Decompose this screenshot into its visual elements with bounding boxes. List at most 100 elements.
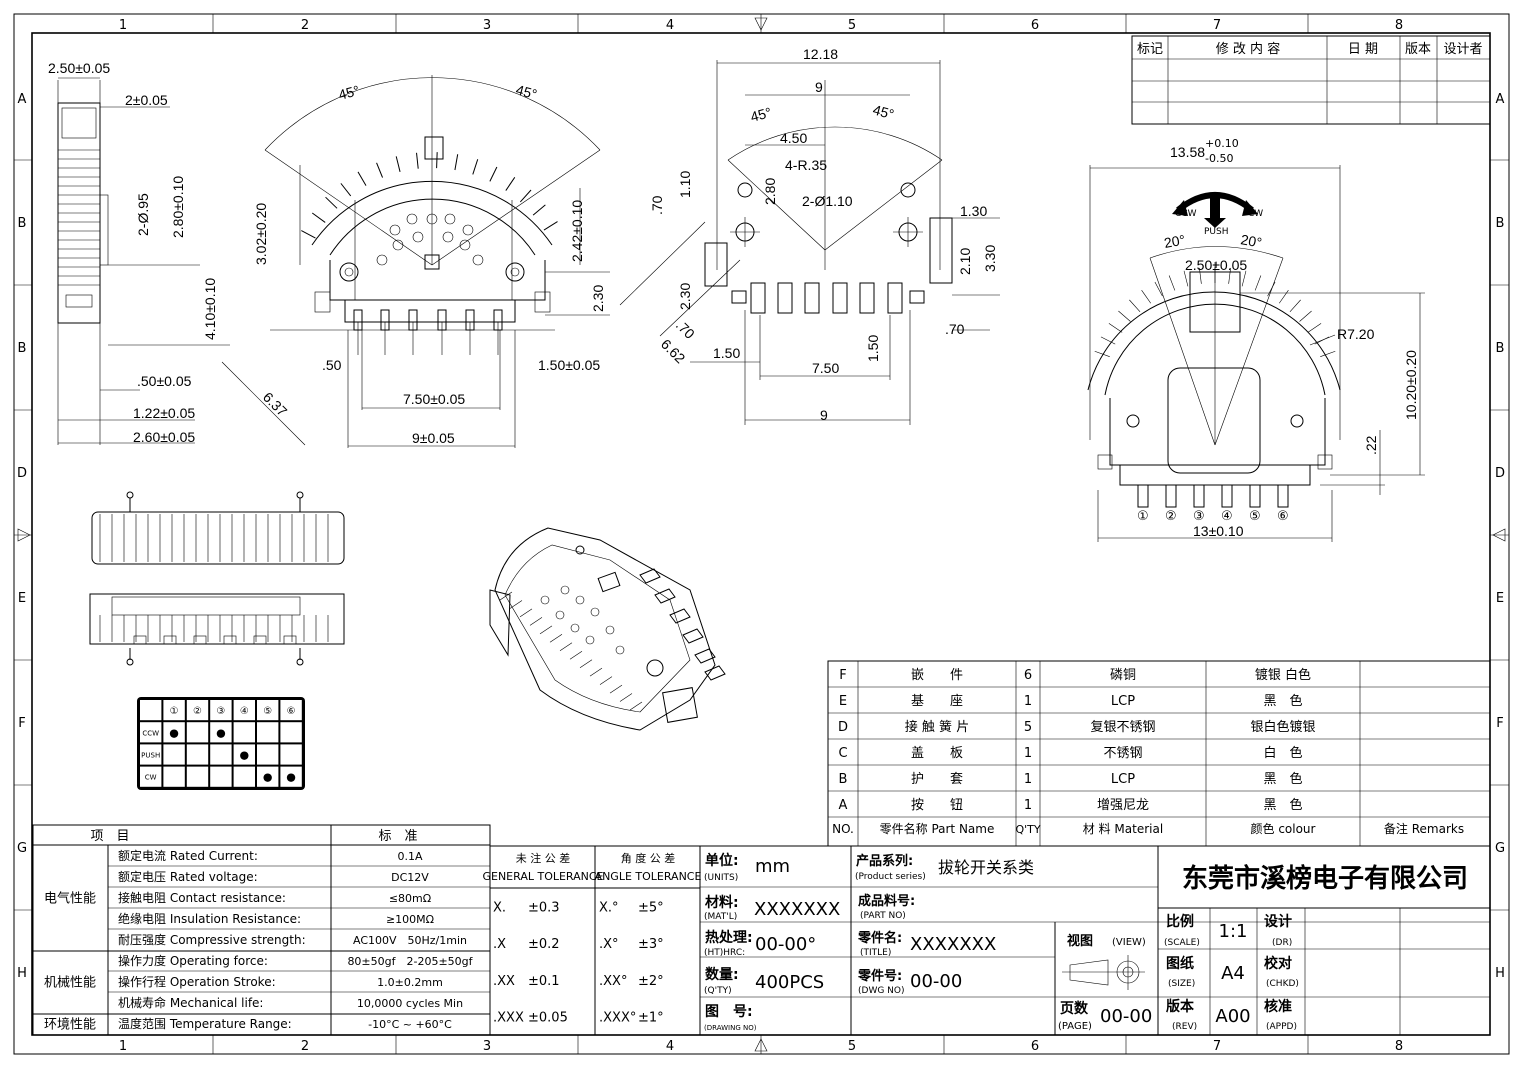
spec-value: AC100V 50Hz/1min — [353, 934, 467, 947]
tb-drw-label: 图 号: — [705, 1004, 753, 1020]
iso-rib — [519, 608, 533, 618]
tb-scale-label: 比例 — [1166, 913, 1194, 930]
pcb-layout-view: 12.18 9 45° 45° 4.50 4-R.35 1.10 2.80 2-… — [619, 46, 1000, 425]
tb-view-label: 视图 — [1067, 933, 1093, 949]
logic-cell — [186, 722, 209, 743]
tb-view-sub: (VIEW) — [1112, 937, 1146, 948]
tb-dwg-label: 零件号: — [857, 968, 902, 984]
bom-colour: 黑 色 — [1263, 797, 1302, 813]
tol-angle-value: ±2° — [638, 974, 664, 989]
col-label-bottom-4: 4 — [666, 1039, 674, 1054]
col-label-top-7: 7 — [1213, 18, 1221, 33]
logic-row-label: PUSH — [141, 752, 160, 760]
pcb-pad — [804, 282, 820, 314]
tb-mat-value: XXXXXXX — [754, 899, 840, 920]
iso-hole — [575, 595, 585, 605]
logic-cell — [233, 700, 255, 721]
logic-header-6: ⑥ — [287, 706, 296, 717]
tb-scale-value: 1:1 — [1219, 921, 1248, 942]
front-rib — [505, 177, 516, 191]
row-label-right-8: H — [1495, 966, 1505, 981]
tb-series-value: 拔轮开关系类 — [938, 858, 1034, 877]
tol-general-value: ±0.3 — [528, 900, 560, 915]
pcb-dim-13: 3.30 — [982, 245, 998, 272]
front-hole — [472, 254, 484, 266]
top-dim-offset: .22 — [1363, 435, 1379, 455]
top-label-push: PUSH — [1204, 227, 1229, 237]
rev-header-version: 版本 — [1405, 42, 1431, 57]
tb-dr-label: 设计 — [1264, 913, 1292, 930]
tb-units-label: 单位: — [705, 852, 739, 869]
logic-cell — [233, 766, 255, 787]
logic-cell — [257, 700, 279, 721]
bom-name: 按 钮 — [911, 798, 963, 813]
tol-angle-key: .X° — [599, 937, 619, 952]
spec-value: 10,0000 cycles Min — [357, 997, 463, 1010]
logic-header-3: ③ — [216, 706, 225, 717]
logic-contact-mark: ● — [263, 771, 273, 784]
iso-rib — [569, 650, 583, 660]
bom-material: LCP — [1111, 772, 1135, 787]
top-angle-left: 20° — [1163, 232, 1187, 251]
iso-rib — [549, 634, 563, 643]
pcb-dim-8: 2.80 — [762, 178, 778, 205]
pcb-dim-11: .70 — [649, 195, 665, 215]
center-mark-top — [754, 17, 768, 31]
front-hole — [462, 224, 474, 236]
top-dim-knob: 2.50±0.05 — [1185, 257, 1247, 273]
iso-pin — [639, 568, 661, 584]
logic-cell — [140, 744, 162, 765]
tb-size-label: 图纸 — [1166, 955, 1194, 972]
tb-ht-value: 00-00° — [755, 934, 816, 955]
row-label-left-3: B — [18, 341, 27, 356]
pcb-pad — [832, 282, 848, 314]
tol-angle-title: 角 度 公 差 — [621, 851, 676, 865]
top-label-cw: CW — [1248, 209, 1263, 219]
elev-pin — [193, 635, 207, 645]
front-rib — [519, 189, 532, 203]
iso-hole — [560, 585, 570, 595]
pcb-dim-19: 1.50 — [865, 335, 881, 362]
bom-qty: 1 — [1024, 772, 1032, 787]
spec-value: 80±50gf 2-205±50gf — [347, 955, 473, 968]
top-rib — [1168, 275, 1176, 291]
col-label-top-4: 4 — [666, 18, 674, 33]
side-dim-6: .50±0.05 — [137, 373, 192, 389]
spec-label: 额定电压 Rated voltage: — [118, 869, 258, 884]
col-label-top-5: 5 — [848, 18, 856, 33]
row-label-left-7: G — [17, 841, 27, 856]
rev-header-content: 修 改 内 容 — [1216, 41, 1280, 57]
tol-general-key: .X — [493, 937, 506, 952]
bom-header-no: NO. — [832, 822, 854, 836]
tb-qty-sub: (Q'TY) — [704, 986, 732, 996]
front-rib — [376, 162, 384, 178]
pcb-pad — [859, 282, 875, 314]
col-label-bottom-5: 5 — [848, 1039, 856, 1054]
spec-header-std: 标 准 — [378, 829, 417, 844]
front-rib — [357, 171, 367, 186]
iso-rib — [629, 701, 643, 711]
iso-rib — [619, 693, 633, 702]
pcb-dim-6: 4-R.35 — [785, 157, 827, 173]
row-label-right-3: B — [1496, 341, 1505, 356]
pcb-dim-17: 1.50 — [713, 345, 740, 361]
revision-table: 标记 修 改 内 容 日 期 版本 设计者 — [1131, 35, 1491, 125]
tol-general-value: ±0.2 — [528, 937, 560, 952]
top-rib — [1241, 270, 1247, 287]
top-rib — [1100, 336, 1116, 345]
bom-header-material: 材 料 Material — [1083, 822, 1163, 836]
front-rib — [454, 154, 459, 171]
col-label-bottom-8: 8 — [1395, 1039, 1403, 1054]
logic-cell — [280, 766, 302, 787]
bom-colour: 银白色镀银 — [1250, 719, 1315, 735]
logic-cell — [163, 766, 185, 787]
top-dim-radius: R7.20 — [1337, 326, 1375, 342]
spec-header-item: 项 目 — [90, 829, 129, 844]
tb-chkd-label: 校对 — [1264, 955, 1292, 972]
bom-qty: 6 — [1024, 668, 1032, 683]
front-rib — [325, 196, 338, 209]
front-hole — [426, 213, 438, 225]
